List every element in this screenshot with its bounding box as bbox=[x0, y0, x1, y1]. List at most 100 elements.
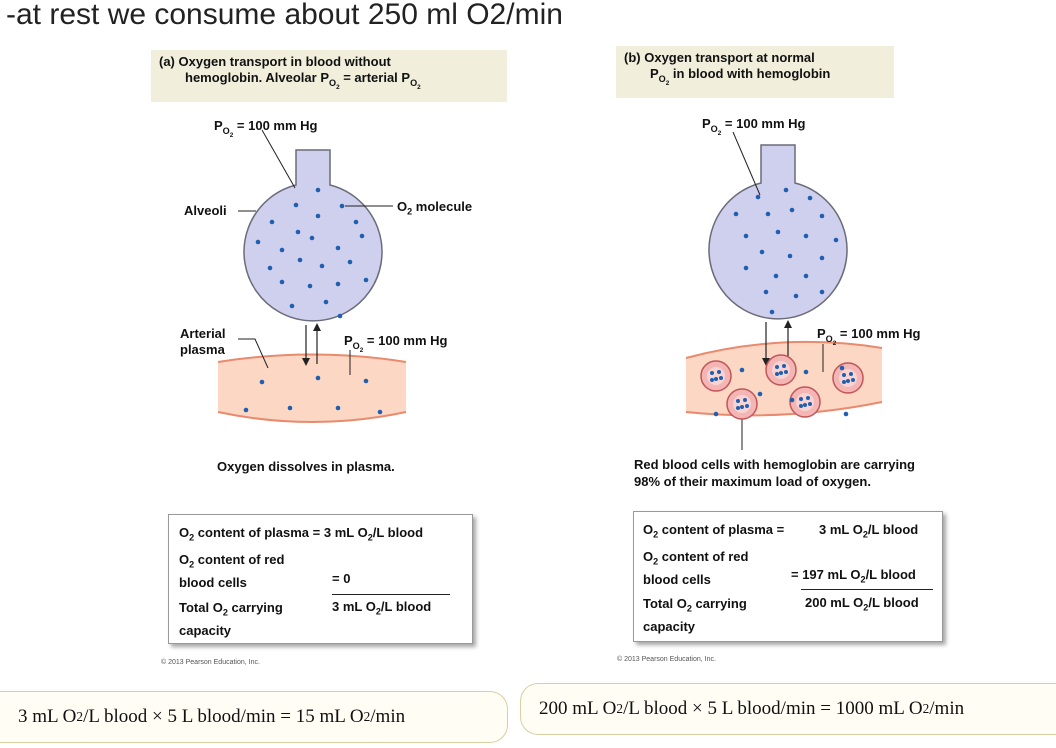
o2-dot bbox=[820, 256, 825, 261]
o2-dot bbox=[364, 379, 369, 384]
hemoglobin-o2-dot bbox=[808, 402, 812, 406]
o2-dot bbox=[804, 274, 809, 279]
o2-dot bbox=[268, 266, 273, 271]
o2-dot bbox=[360, 234, 365, 239]
o2-dot bbox=[364, 278, 369, 283]
panel-b-sum-rule bbox=[801, 589, 933, 590]
hemoglobin-o2-dot bbox=[803, 403, 807, 407]
hemoglobin-o2-dot bbox=[806, 396, 810, 400]
o2-dot bbox=[744, 234, 749, 239]
hemoglobin-o2-dot bbox=[740, 405, 744, 409]
o2-dot bbox=[764, 290, 769, 295]
hemoglobin-o2-dot bbox=[846, 379, 850, 383]
red-blood-cell-center bbox=[772, 361, 790, 379]
o2-dot bbox=[784, 188, 789, 193]
o2-dot bbox=[834, 238, 839, 243]
panel-b-row-plasma-label: O2 content of plasma = bbox=[643, 522, 784, 540]
panel-b-heading-line1: Oxygen transport at normal bbox=[644, 50, 814, 65]
hemoglobin-o2-dot bbox=[710, 378, 714, 382]
panel-b-heading-line2: in blood with hemoglobin bbox=[669, 66, 830, 81]
o2-dot bbox=[760, 250, 765, 255]
o2-dot bbox=[296, 230, 301, 235]
o2-dot bbox=[808, 196, 813, 201]
o2-dot bbox=[744, 266, 749, 271]
red-blood-cell-center bbox=[707, 367, 725, 385]
o2-dot bbox=[820, 290, 825, 295]
panel-a-row-rbc-value: = 0 bbox=[332, 571, 350, 586]
o2-dot bbox=[794, 294, 799, 299]
o2-dot bbox=[354, 220, 359, 225]
panel-a-po2-plasma: PO2 = 100 mm Hg bbox=[344, 333, 447, 353]
hemoglobin-o2-dot bbox=[775, 365, 779, 369]
hemoglobin-o2-dot bbox=[736, 399, 740, 403]
o2-dot bbox=[280, 248, 285, 253]
panel-a-row-total-label: Total O2 carrying capacity bbox=[179, 599, 283, 639]
hemoglobin-o2-dot bbox=[799, 397, 803, 401]
o2-dot bbox=[270, 220, 275, 225]
red-blood-cell-center bbox=[839, 369, 857, 387]
panel-b-row-total-label: Total O2 carrying capacity bbox=[643, 595, 747, 635]
panel-b-heading: (b) Oxygen transport at normal PO2 in bl… bbox=[616, 46, 894, 98]
hemoglobin-o2-dot bbox=[775, 372, 779, 376]
o2-dot bbox=[316, 188, 321, 193]
o2-dot bbox=[298, 258, 303, 263]
o2-dot bbox=[378, 410, 383, 415]
panel-b-row-total-value: 200 mL O2/L blood bbox=[805, 595, 919, 613]
panel-a-row-rbc-label: O2 content of red blood cells bbox=[179, 551, 284, 591]
panel-b-po2-plasma: PO2 = 100 mm Hg bbox=[817, 326, 920, 346]
o2-dot bbox=[820, 214, 825, 219]
panel-b-row-rbc-label: O2 content of red blood cells bbox=[643, 548, 748, 588]
o2-dot bbox=[840, 366, 845, 371]
panel-a-o2-molecule-label: O2 molecule bbox=[397, 199, 472, 217]
o2-dot bbox=[336, 246, 341, 251]
hemoglobin-o2-dot bbox=[736, 406, 740, 410]
o2-dot bbox=[740, 368, 745, 373]
hemoglobin-o2-dot bbox=[784, 370, 788, 374]
o2-dot bbox=[348, 260, 353, 265]
hemoglobin-o2-dot bbox=[719, 376, 723, 380]
hemoglobin-o2-dot bbox=[799, 404, 803, 408]
hemoglobin-o2-dot bbox=[842, 373, 846, 377]
o2-dot bbox=[734, 212, 739, 217]
panel-b-tag: (b) bbox=[624, 50, 641, 65]
panel-a-row-total-value: 3 mL O2/L blood bbox=[332, 599, 431, 617]
o2-dot bbox=[260, 380, 265, 385]
hemoglobin-o2-dot bbox=[745, 404, 749, 408]
red-blood-cell-center bbox=[733, 395, 751, 413]
o2-dot bbox=[280, 280, 285, 285]
hemoglobin-o2-dot bbox=[782, 364, 786, 368]
o2-dot bbox=[244, 408, 249, 413]
o2-dot bbox=[776, 230, 781, 235]
panel-b-o2-table: O2 content of plasma = 3 mL O2/L blood O… bbox=[633, 511, 943, 642]
o2-dot bbox=[770, 310, 775, 315]
o2-dot bbox=[316, 214, 321, 219]
hemoglobin-o2-dot bbox=[849, 372, 853, 376]
o2-dot bbox=[308, 284, 313, 289]
o2-dot bbox=[804, 370, 809, 375]
hemoglobin-o2-dot bbox=[851, 378, 855, 382]
o2-dot bbox=[294, 203, 299, 208]
red-blood-cell-center bbox=[796, 393, 814, 411]
o2-dot bbox=[316, 376, 321, 381]
o2-dot bbox=[714, 412, 719, 417]
panel-b-copyright: © 2013 Pearson Education, Inc. bbox=[617, 656, 716, 663]
o2-dot bbox=[844, 412, 849, 417]
panel-a-sum-rule bbox=[332, 594, 450, 595]
o2-dot bbox=[804, 234, 809, 239]
o2-dot bbox=[320, 264, 325, 269]
o2-dot bbox=[310, 236, 315, 241]
panel-b-po2-top: PO2 = 100 mm Hg bbox=[702, 116, 805, 136]
o2-dot bbox=[336, 282, 341, 287]
hemoglobin-o2-dot bbox=[714, 377, 718, 381]
panel-a-copyright: © 2013 Pearson Education, Inc. bbox=[161, 659, 260, 666]
panel-a-caption: Oxygen dissolves in plasma. bbox=[217, 459, 395, 474]
o2-dot bbox=[336, 406, 341, 411]
hemoglobin-o2-dot bbox=[717, 370, 721, 374]
o2-dot bbox=[790, 208, 795, 213]
panel-b-caption: Red blood cells with hemoglobin are carr… bbox=[634, 456, 915, 490]
o2-dot bbox=[338, 314, 343, 319]
panel-a-alveoli-label: Alveoli bbox=[184, 203, 227, 218]
hemoglobin-o2-dot bbox=[743, 398, 747, 402]
o2-dot bbox=[766, 212, 771, 217]
